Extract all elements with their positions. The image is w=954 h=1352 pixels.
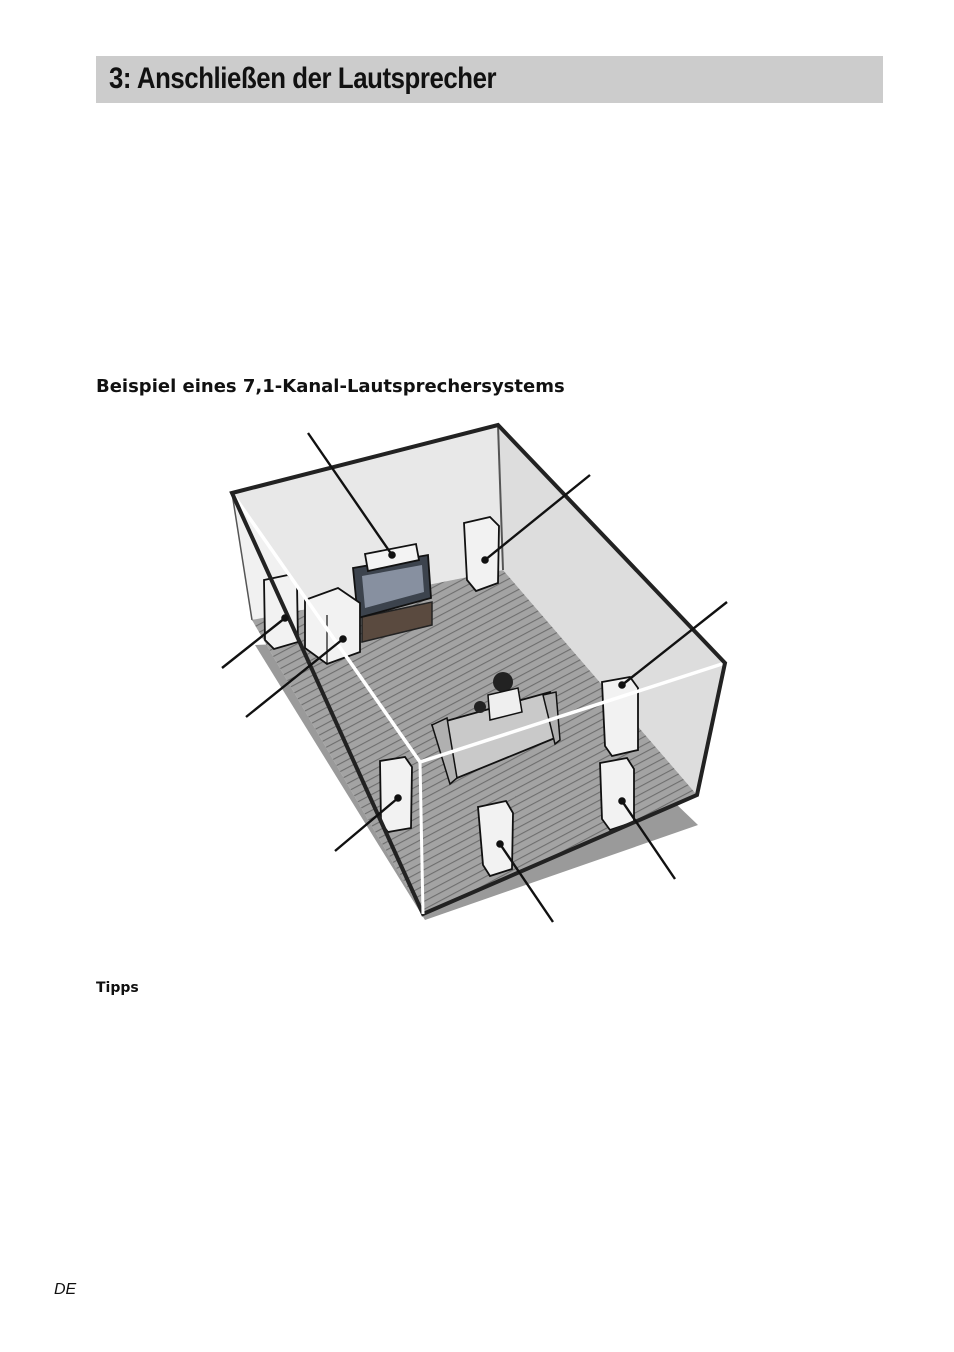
- chapter-title-bar: 3: Anschließen der Lautsprecher: [96, 56, 883, 103]
- page-language-code: DE: [54, 1281, 77, 1298]
- room-outline: [229, 422, 728, 917]
- chapter-title: 3: Anschließen der Lautsprecher: [109, 62, 497, 95]
- tips-label: Tipps: [96, 980, 139, 996]
- room-speaker-layout-illustration: [221, 422, 728, 923]
- surround-left-speaker: [379, 756, 413, 833]
- tv-screen: [362, 565, 424, 608]
- front-right-speaker: [463, 516, 500, 593]
- surround-back-right-speaker: [599, 757, 635, 832]
- section-heading: Beispiel eines 7,1-Kanal-Lautsprechersys…: [96, 376, 565, 397]
- tv-stand: [361, 601, 433, 643]
- speaker-layout-figure: [210, 420, 750, 940]
- back-wall: [232, 425, 503, 620]
- surround-right-speaker: [601, 676, 639, 758]
- surround-back-left-speaker: [477, 799, 514, 878]
- callout-lines: [221, 432, 728, 923]
- listener-head: [493, 672, 513, 692]
- subwoofer: [304, 586, 361, 666]
- room-front-corner: [418, 761, 425, 915]
- front-left-speaker: [263, 574, 299, 651]
- listener-body: [487, 687, 523, 721]
- right-wall: [498, 425, 725, 795]
- wall-edge: [231, 492, 253, 621]
